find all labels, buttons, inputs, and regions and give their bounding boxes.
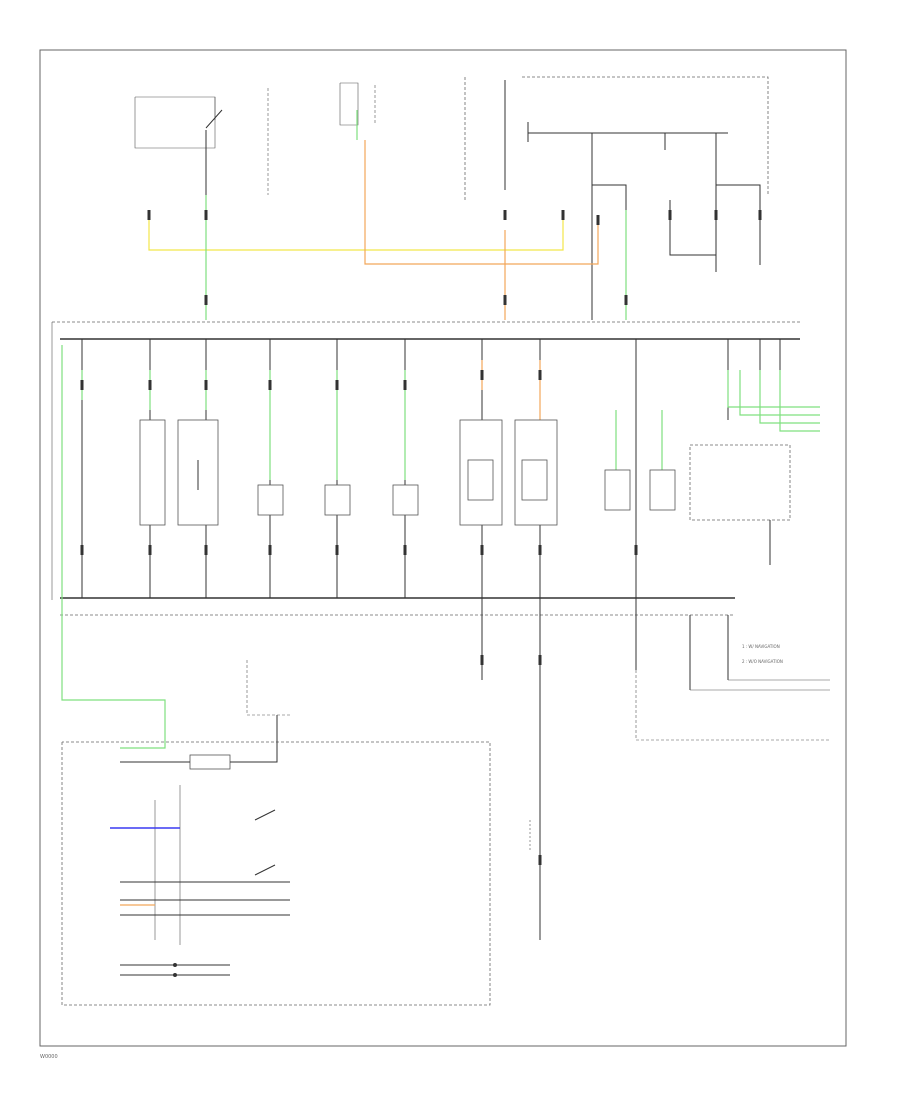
lower-right-section — [635, 615, 830, 741]
note-line-1: 1 : W/ NAVIGATION — [742, 644, 780, 649]
diagram-frame — [39, 49, 847, 1047]
relay-lower-left — [120, 660, 290, 770]
connector-marks — [80, 210, 762, 865]
top-left-fuse-group — [134, 88, 269, 320]
page-code: W0000 — [40, 1054, 58, 1060]
components-row — [139, 419, 791, 565]
note-line-2: 2 : W/O NAVIGATION — [742, 659, 783, 664]
light-control-switch-area — [61, 741, 491, 1006]
right-harness — [727, 339, 820, 432]
bus-lines — [51, 321, 800, 616]
instrument-panel-junction-block — [464, 76, 769, 320]
bottom-ground — [529, 820, 541, 940]
top-center-relay-group — [339, 82, 376, 126]
